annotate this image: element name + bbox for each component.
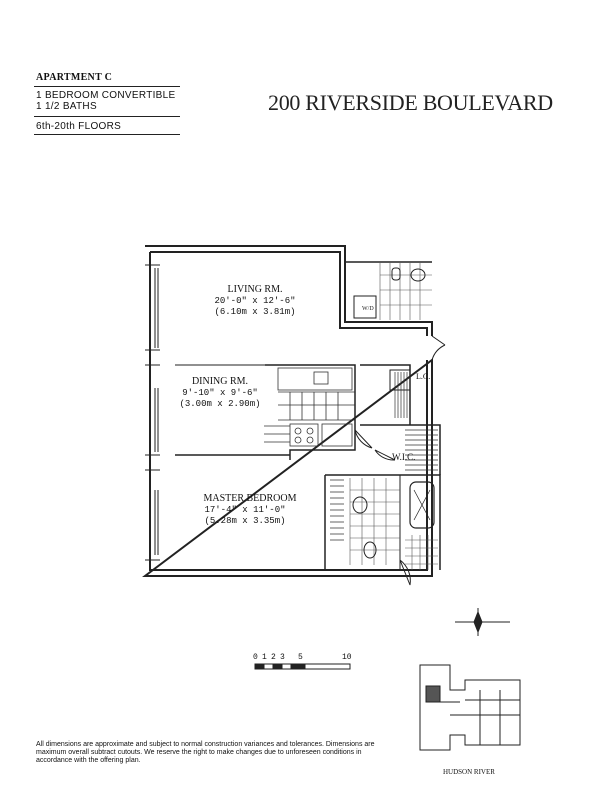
key-plan-caption: HUDSON RIVER [443, 768, 495, 776]
scale-label: 5 [298, 653, 303, 662]
living-room-dim-ft: 20'-0" x 12'-6" [214, 296, 296, 306]
svg-text:W/D: W/D [362, 306, 374, 312]
outer-wall [150, 251, 428, 336]
interior-door [374, 449, 396, 461]
key-plan [419, 664, 521, 751]
stove-icon [289, 423, 319, 447]
dining-room-dim-ft: 9'-10" x 9'-6" [182, 388, 258, 398]
scale-label: 2 [271, 653, 276, 662]
living-room-name: LIVING RM. [227, 284, 283, 295]
dining-room-dim-m: (3.00m x 2.90m) [179, 399, 261, 409]
master-bath-wall [325, 474, 441, 570]
kitchen-sink-icon [313, 371, 329, 385]
entry-door [431, 335, 446, 361]
header-rule-1 [34, 86, 180, 87]
interior-door [399, 559, 411, 586]
bathtub-icon [409, 481, 435, 529]
master-bedroom-name: MASTER BEDROOM [203, 493, 297, 504]
master-bedroom-dim-m: (5.28m x 3.35m) [204, 516, 286, 526]
outer-wall [142, 357, 433, 577]
vanity-sink-icon [352, 496, 368, 514]
kitchen-wall [265, 364, 356, 460]
header-rule-3 [34, 134, 180, 135]
scale-label: 3 [280, 653, 285, 662]
scale-label: 1 [262, 653, 267, 662]
toilet-icon [363, 541, 377, 559]
header-rule-2 [34, 116, 180, 117]
walk-in-closet-label: W.I.C. [392, 452, 416, 462]
living-room-dim-m: (6.10m x 3.81m) [214, 307, 296, 317]
dining-room-name: DINING RM. [191, 376, 249, 387]
toilet-icon [391, 267, 401, 281]
unit-baths: 1 1/2 BATHS [36, 101, 97, 112]
washer-dryer-icon [353, 295, 377, 319]
scale-bar [254, 663, 351, 670]
building-title: 200 RIVERSIDE BOULEVARD [268, 90, 553, 115]
kitchen-counter [277, 367, 353, 391]
north-arrow-icon [455, 608, 510, 636]
linen-closet-label: L.C. [416, 372, 431, 381]
scale-label: 10 [342, 653, 352, 662]
sink-icon [410, 268, 426, 282]
refrigerator-icon [321, 423, 353, 447]
scale-label: 0 [253, 653, 258, 662]
apartment-label: APARTMENT C [36, 72, 113, 83]
unit-floors: 6th-20th FLOORS [36, 121, 122, 132]
disclaimer-text: All dimensions are approximate and subje… [36, 741, 375, 764]
unit-type: 1 BEDROOM CONVERTIBLE [36, 90, 176, 101]
interior-door [354, 429, 373, 449]
master-bedroom-dim-ft: 17'-4" x 11'-0" [204, 505, 286, 515]
